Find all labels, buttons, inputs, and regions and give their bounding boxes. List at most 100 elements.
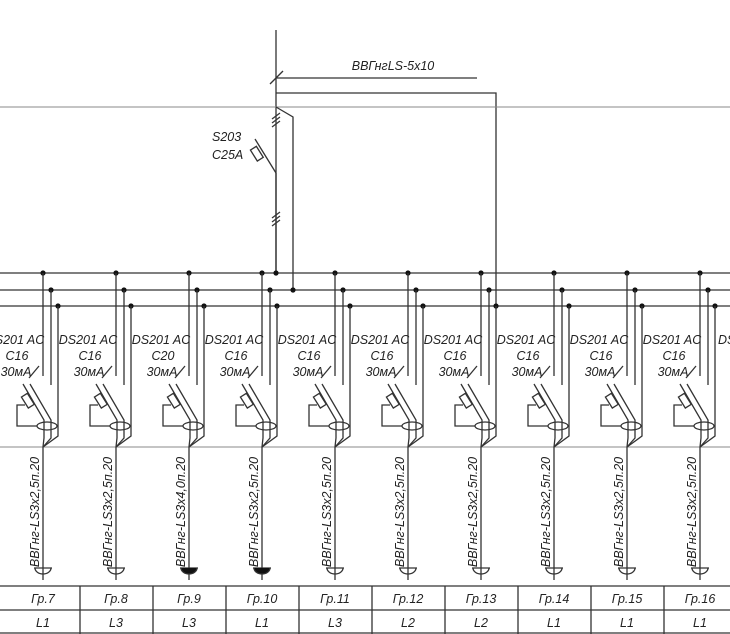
breaker-rating: C16 (298, 349, 321, 363)
group-phase: L3 (328, 616, 342, 630)
rcbo-symbol-icon (673, 383, 715, 448)
leakage-current: 30мА (74, 365, 105, 379)
cable-spec: ВВГнг-LS3x2,5п.20 (320, 457, 334, 567)
leakage-current: 30мА (439, 365, 470, 379)
leakage-current: 30мА (220, 365, 251, 379)
group-phase: L2 (474, 616, 488, 630)
group-phase: L2 (401, 616, 415, 630)
pe-drop (407, 306, 424, 448)
cable-spec: ВВГнг-LS3x2,5п.20 (612, 457, 626, 567)
group-phase: L3 (182, 616, 196, 630)
load-filled-icon (180, 567, 198, 575)
leakage-current: 30мА (366, 365, 397, 379)
load-icon (34, 567, 52, 575)
rcbo-symbol-icon (16, 383, 58, 448)
tick-mark-icon (685, 365, 697, 379)
group-column: DS201 AC C16 30мА ВВГнг-LS3x2,5п.20 (424, 270, 499, 580)
feeder: ВВГнгLS-5x10 S203 C25A (0, 30, 730, 306)
breaker-rating: C16 (444, 349, 467, 363)
tick-mark-icon (466, 365, 478, 379)
breaker-model: DS201 AC (424, 333, 484, 347)
group-column: DS (718, 333, 730, 347)
table-column: Гр.7L1 (31, 592, 56, 630)
leakage-current: 30мА (293, 365, 324, 379)
group-number: Гр.14 (539, 592, 570, 606)
table-column: Гр.8L3 (104, 592, 128, 630)
pe-drop (42, 306, 59, 448)
group-number: Гр.16 (685, 592, 716, 606)
hatch-marks-top (271, 112, 281, 128)
load-icon (326, 567, 344, 575)
tick-mark-icon (174, 365, 186, 379)
rcbo-symbol-icon (162, 383, 204, 448)
leakage-current: 30мА (585, 365, 616, 379)
rcbo-symbol-icon (235, 383, 277, 448)
main-breaker-rating: C25A (212, 148, 243, 162)
feeder-branch-line (275, 106, 294, 290)
breaker-model: DS201 AC (643, 333, 703, 347)
load-icon (399, 567, 417, 575)
busbars (0, 270, 730, 448)
group-column: DS201 AC C16 30мА ВВГнг-LS3x2,5п.20 (643, 270, 718, 580)
cable-spec: ВВГнг-LS3x2,5п.20 (539, 457, 553, 567)
breaker-model: DS201 AC (0, 333, 45, 347)
pe-drop (261, 306, 278, 448)
leakage-current: 30мА (658, 365, 689, 379)
cable-spec: ВВГнг-LS3x2,5п.20 (466, 457, 480, 567)
pe-drop (334, 306, 351, 448)
leakage-current: 30мА (512, 365, 543, 379)
group-phase: L1 (620, 616, 634, 630)
breaker-rating: C16 (371, 349, 394, 363)
load-icon (107, 567, 125, 575)
pe-drop (699, 306, 716, 448)
group-number: Гр.7 (31, 592, 56, 606)
cable-spec: ВВГнг-LS3x2,5п.20 (28, 457, 42, 567)
breaker-model: DS201 AC (205, 333, 265, 347)
rcbo-symbol-icon (600, 383, 642, 448)
tick-mark-icon (247, 365, 259, 379)
group-number: Гр.15 (612, 592, 643, 606)
cable-spec: ВВГнг-LS3x2,5п.20 (247, 457, 261, 567)
group-phase: L1 (255, 616, 269, 630)
tick-mark-icon (28, 365, 40, 379)
breaker-model: DS201 AC (351, 333, 411, 347)
tick-mark-icon (101, 365, 113, 379)
breaker-model: DS201 AC (132, 333, 192, 347)
load-icon (691, 567, 709, 575)
group-phase: L1 (693, 616, 707, 630)
group-number: Гр.13 (466, 592, 497, 606)
group-number: Гр.9 (177, 592, 201, 606)
breaker-rating: C16 (663, 349, 686, 363)
cable-spec: ВВГнг-LS3x2,5п.20 (685, 457, 699, 567)
main-breaker-model: S203 (212, 130, 241, 144)
breaker-rating: C16 (6, 349, 29, 363)
group-number: Гр.12 (393, 592, 424, 606)
table-column: Гр.9L3 (177, 592, 201, 630)
pe-drop (115, 306, 132, 448)
group-number: Гр.11 (320, 592, 350, 606)
group-table: Гр.7L1Гр.8L3Гр.9L3Гр.10L1Гр.11L3Гр.12L2Г… (0, 585, 730, 634)
load-icon (618, 567, 636, 575)
feeder-cable-label: ВВГнгLS-5x10 (352, 59, 435, 73)
rcbo-symbol-icon (89, 383, 131, 448)
breaker-model: DS201 AC (570, 333, 630, 347)
pe-drop (553, 306, 570, 448)
breaker-rating: C16 (517, 349, 540, 363)
group-phase: L3 (109, 616, 123, 630)
junction-dot (290, 287, 296, 293)
breaker-rating: C16 (79, 349, 102, 363)
breaker-rating: C16 (225, 349, 248, 363)
cable-spec: ВВГнг-LS3x4,0п.20 (174, 457, 188, 567)
leakage-current: 30мА (1, 365, 32, 379)
group-column: DS201 AC C16 30мА ВВГнг-LS3x2,5п.20 (0, 270, 61, 580)
group-number: Гр.10 (247, 592, 278, 606)
cable-spec: ВВГнг-LS3x2,5п.20 (393, 457, 407, 567)
